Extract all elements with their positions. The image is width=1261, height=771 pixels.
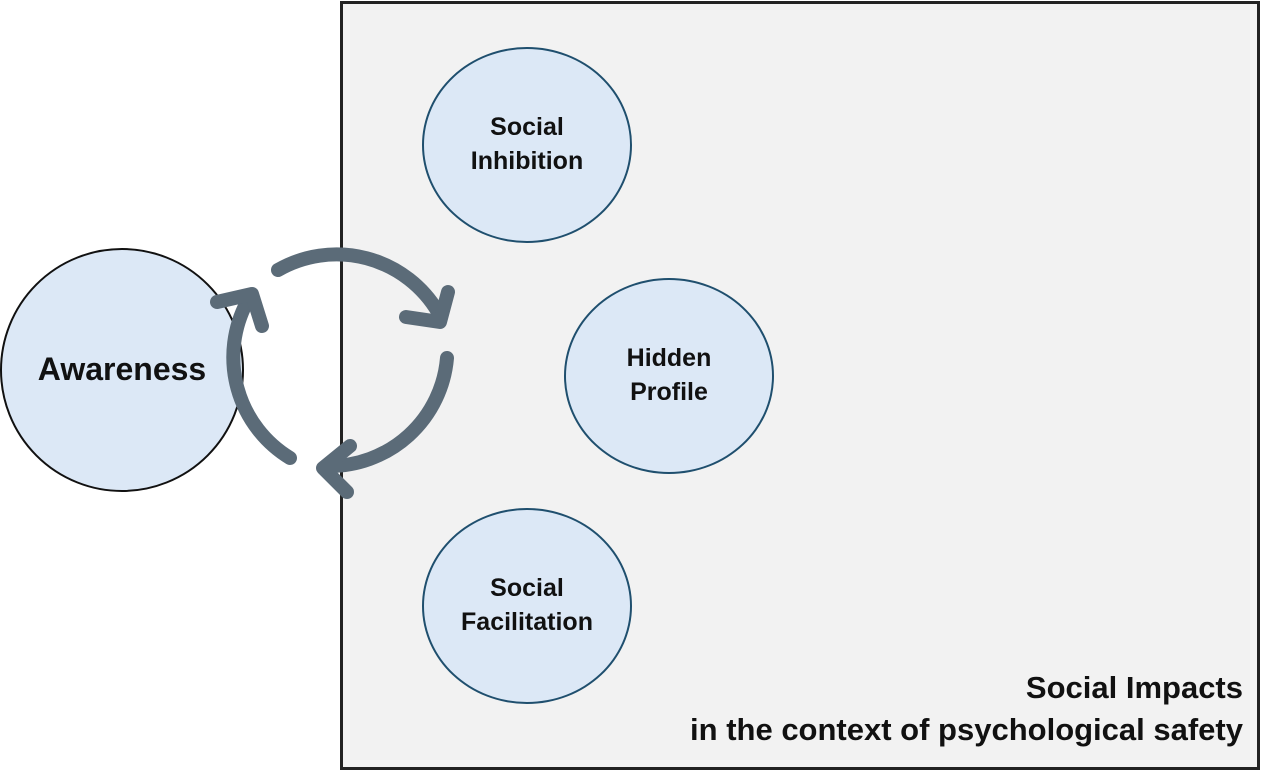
caption-line1: Social Impacts (1025, 670, 1243, 706)
social-inhibition-label-line1: Social (490, 113, 564, 142)
caption-line2: in the context of psychological safety (690, 712, 1243, 748)
social-facilitation-label-line2: Facilitation (461, 608, 593, 636)
social-facilitation-label-line1: Social (490, 574, 564, 603)
social-inhibition-node: Social Inhibition (422, 47, 632, 243)
social-inhibition-label-line2: Inhibition (470, 147, 584, 175)
social-impacts-caption: Social Impacts in the context of psychol… (690, 667, 1243, 751)
hidden-profile-label-line2: Profile (630, 378, 708, 406)
hidden-profile-label-line1: Hidden (626, 344, 712, 373)
awareness-node: Awareness (0, 248, 244, 492)
hidden-profile-node: Hidden Profile (564, 278, 774, 474)
awareness-label: Awareness (37, 351, 207, 388)
social-facilitation-node: Social Facilitation (422, 508, 632, 704)
